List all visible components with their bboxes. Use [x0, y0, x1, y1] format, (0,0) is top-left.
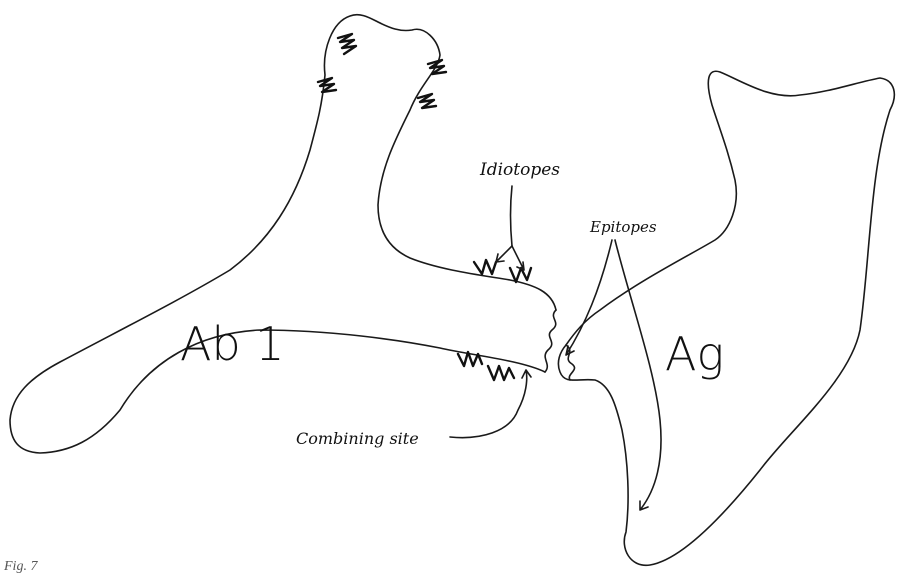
- combining-site-groove: [544, 309, 557, 373]
- antibody-outline: [9, 13, 557, 454]
- antigen-outline: [557, 70, 896, 566]
- epitope-ridge: [565, 344, 576, 381]
- combining-site-label: Combining site: [296, 429, 419, 448]
- idiotope-mark-4: [486, 364, 516, 382]
- idiotopes-pointer-left: [495, 245, 513, 263]
- arm-mark-1: [336, 32, 358, 56]
- idiotope-mark-3: [456, 350, 484, 368]
- epitopes-pointer-lower: [614, 239, 662, 511]
- arm-mark-2: [316, 76, 338, 94]
- arm-mark-4: [416, 92, 438, 110]
- idiotopes-pointer-stem: [509, 185, 513, 247]
- idiotopes-label: Idiotopes: [479, 160, 560, 180]
- idiotopes-pointer-right: [511, 245, 525, 271]
- antibody-label: Ab 1: [180, 317, 285, 371]
- figure-caption: Fig. 7: [3, 559, 38, 574]
- epitopes-pointer-combining: [565, 239, 613, 356]
- epitopes-label: Epitopes: [589, 218, 657, 236]
- combining-site-pointer: [449, 369, 532, 439]
- antigen-label: Ag: [665, 327, 724, 381]
- arm-mark-3: [426, 58, 448, 76]
- idiotope-mark-1: [472, 258, 498, 276]
